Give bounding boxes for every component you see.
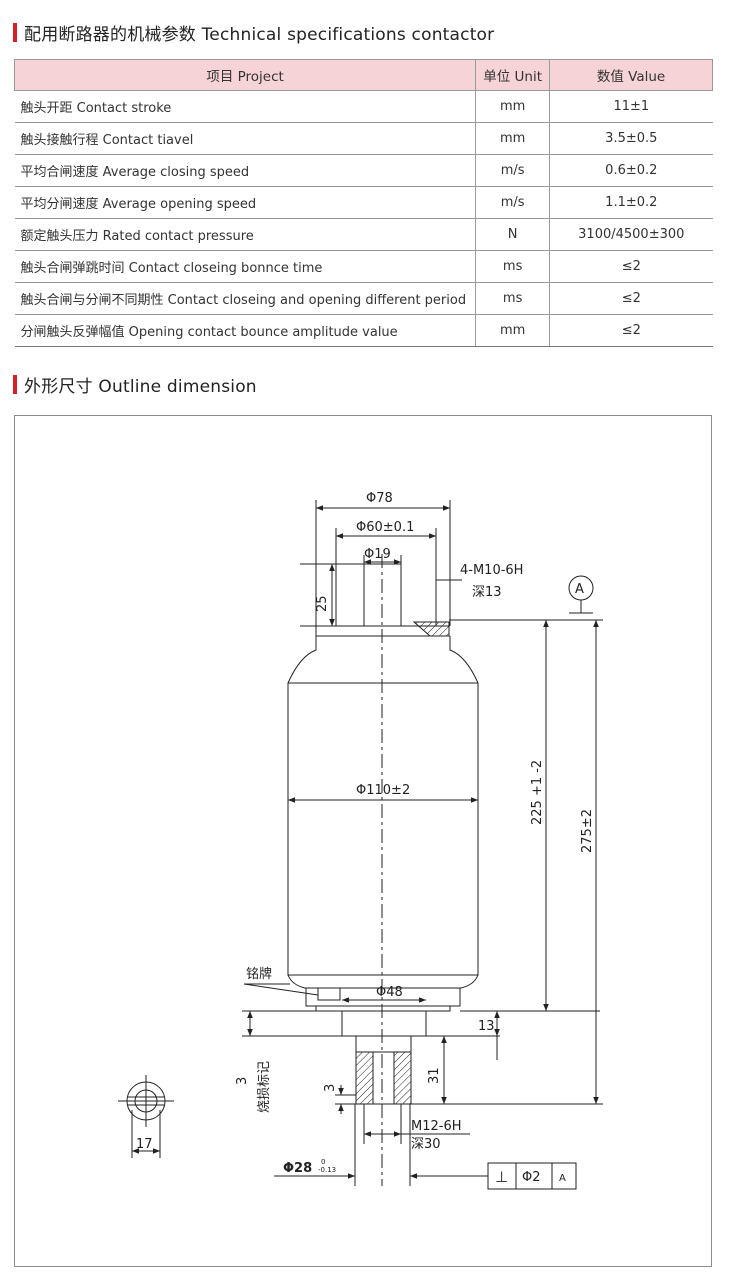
value-cell: 0.6±0.2 <box>549 154 713 187</box>
value-cell: ≤2 <box>549 250 713 283</box>
label-d110: Φ110±2 <box>356 783 410 798</box>
label-d48: Φ48 <box>376 985 403 1000</box>
unit-cell: mm <box>475 90 551 123</box>
label-h225: 225 +1 -2 <box>530 760 545 825</box>
unit-cell: mm <box>475 314 551 347</box>
header-value: 数值 Value <box>549 59 713 91</box>
param-cell: 平均分闸速度 Average opening speed <box>14 186 476 219</box>
value-cell: 3100/4500±300 <box>549 218 713 251</box>
label-h31: 31 <box>427 1067 442 1084</box>
label-thread-top: 4-M10-6H <box>460 563 523 578</box>
label-d28-tol-lower: -0.13 <box>318 1166 336 1174</box>
label-w17: 17 <box>136 1137 153 1152</box>
label-h3b: 3 <box>323 1084 338 1092</box>
label-depth-bottom: 深30 <box>411 1137 441 1152</box>
table-row: 触头合闸与分闸不同期性 Contact closeing and opening… <box>14 282 713 315</box>
spec-table: 项目 Project 单位 Unit 数值 Value 触头开距 Contact… <box>13 59 713 347</box>
specs-section-heading: 配用断路器的机械参数 Technical specifications cont… <box>13 21 495 45</box>
terminal-hatch-left <box>355 1051 374 1105</box>
label-tol-symbol: ⊥ <box>495 1168 508 1186</box>
spec-table-header-row: 项目 Project 单位 Unit 数值 Value <box>13 59 713 91</box>
drawing-frame <box>14 415 712 1267</box>
label-h25: 25 <box>315 595 330 612</box>
param-cell: 分闸触头反弹幅值 Opening contact bounce amplitud… <box>14 314 476 347</box>
label-h3a: 3 <box>235 1077 250 1085</box>
heading-accent-bar <box>13 374 17 394</box>
unit-cell: ms <box>475 282 551 315</box>
label-tol-datum: A <box>559 1173 566 1184</box>
table-row: 额定触头压力 Rated contact pressure N 3100/450… <box>14 218 713 251</box>
header-unit: 单位 Unit <box>475 59 551 91</box>
table-row: 触头合闸弹跳时间 Contact closeing bonnce time ms… <box>14 250 713 283</box>
value-cell: ≤2 <box>549 282 713 315</box>
table-row: 平均合闸速度 Average closing speed m/s 0.6±0.2 <box>14 154 713 187</box>
label-d78: Φ78 <box>366 491 393 506</box>
value-cell: 11±1 <box>549 90 713 123</box>
unit-cell: m/s <box>475 186 551 219</box>
tolerance-frame <box>487 1162 577 1190</box>
param-cell: 触头合闸与分闸不同期性 Contact closeing and opening… <box>14 282 476 315</box>
label-depth-top: 深13 <box>472 585 502 600</box>
label-d60: Φ60±0.1 <box>356 520 414 535</box>
label-d28: Φ28 <box>283 1161 312 1176</box>
heading-accent-bar <box>13 22 17 42</box>
param-cell: 平均合闸速度 Average closing speed <box>14 154 476 187</box>
label-nameplate: 铭牌 <box>246 966 272 982</box>
param-cell: 额定触头压力 Rated contact pressure <box>14 218 476 251</box>
param-cell: 触头接触行程 Contact tiavel <box>14 122 476 155</box>
main-body <box>287 636 479 976</box>
specs-heading-text: 配用断路器的机械参数 Technical specifications cont… <box>24 24 495 45</box>
table-row: 触头开距 Contact stroke mm 11±1 <box>14 90 713 123</box>
param-cell: 触头合闸弹跳时间 Contact closeing bonnce time <box>14 250 476 283</box>
label-d28-tol-upper: 0 <box>321 1158 325 1166</box>
unit-cell: mm <box>475 122 551 155</box>
label-d19: Φ19 <box>364 547 391 562</box>
unit-cell: N <box>475 218 551 251</box>
header-project: 项目 Project <box>13 59 477 91</box>
label-tol-value: Φ2 <box>522 1170 541 1185</box>
nameplate-block <box>317 987 341 1001</box>
value-cell: 1.1±0.2 <box>549 186 713 219</box>
bottom-stem <box>341 1010 427 1037</box>
label-h13: 13 <box>478 1019 495 1034</box>
value-cell: ≤2 <box>549 314 713 347</box>
label-datum: A <box>575 582 584 597</box>
outline-heading-text: 外形尺寸 Outline dimension <box>24 376 257 397</box>
label-h275: 275±2 <box>580 809 595 853</box>
table-row: 分闸触头反弹幅值 Opening contact bounce amplitud… <box>14 314 713 347</box>
value-cell: 3.5±0.5 <box>549 122 713 155</box>
table-row: 平均分闸速度 Average opening speed m/s 1.1±0.2 <box>14 186 713 219</box>
table-row: 触头接触行程 Contact tiavel mm 3.5±0.5 <box>14 122 713 155</box>
unit-cell: m/s <box>475 154 551 187</box>
terminal-hatch-right <box>393 1051 412 1105</box>
outline-section-heading: 外形尺寸 Outline dimension <box>13 373 257 397</box>
param-cell: 触头开距 Contact stroke <box>14 90 476 123</box>
label-burn-mark: 烧损标记 <box>257 1061 272 1113</box>
label-thread-bottom: M12-6H <box>411 1119 462 1134</box>
unit-cell: ms <box>475 250 551 283</box>
